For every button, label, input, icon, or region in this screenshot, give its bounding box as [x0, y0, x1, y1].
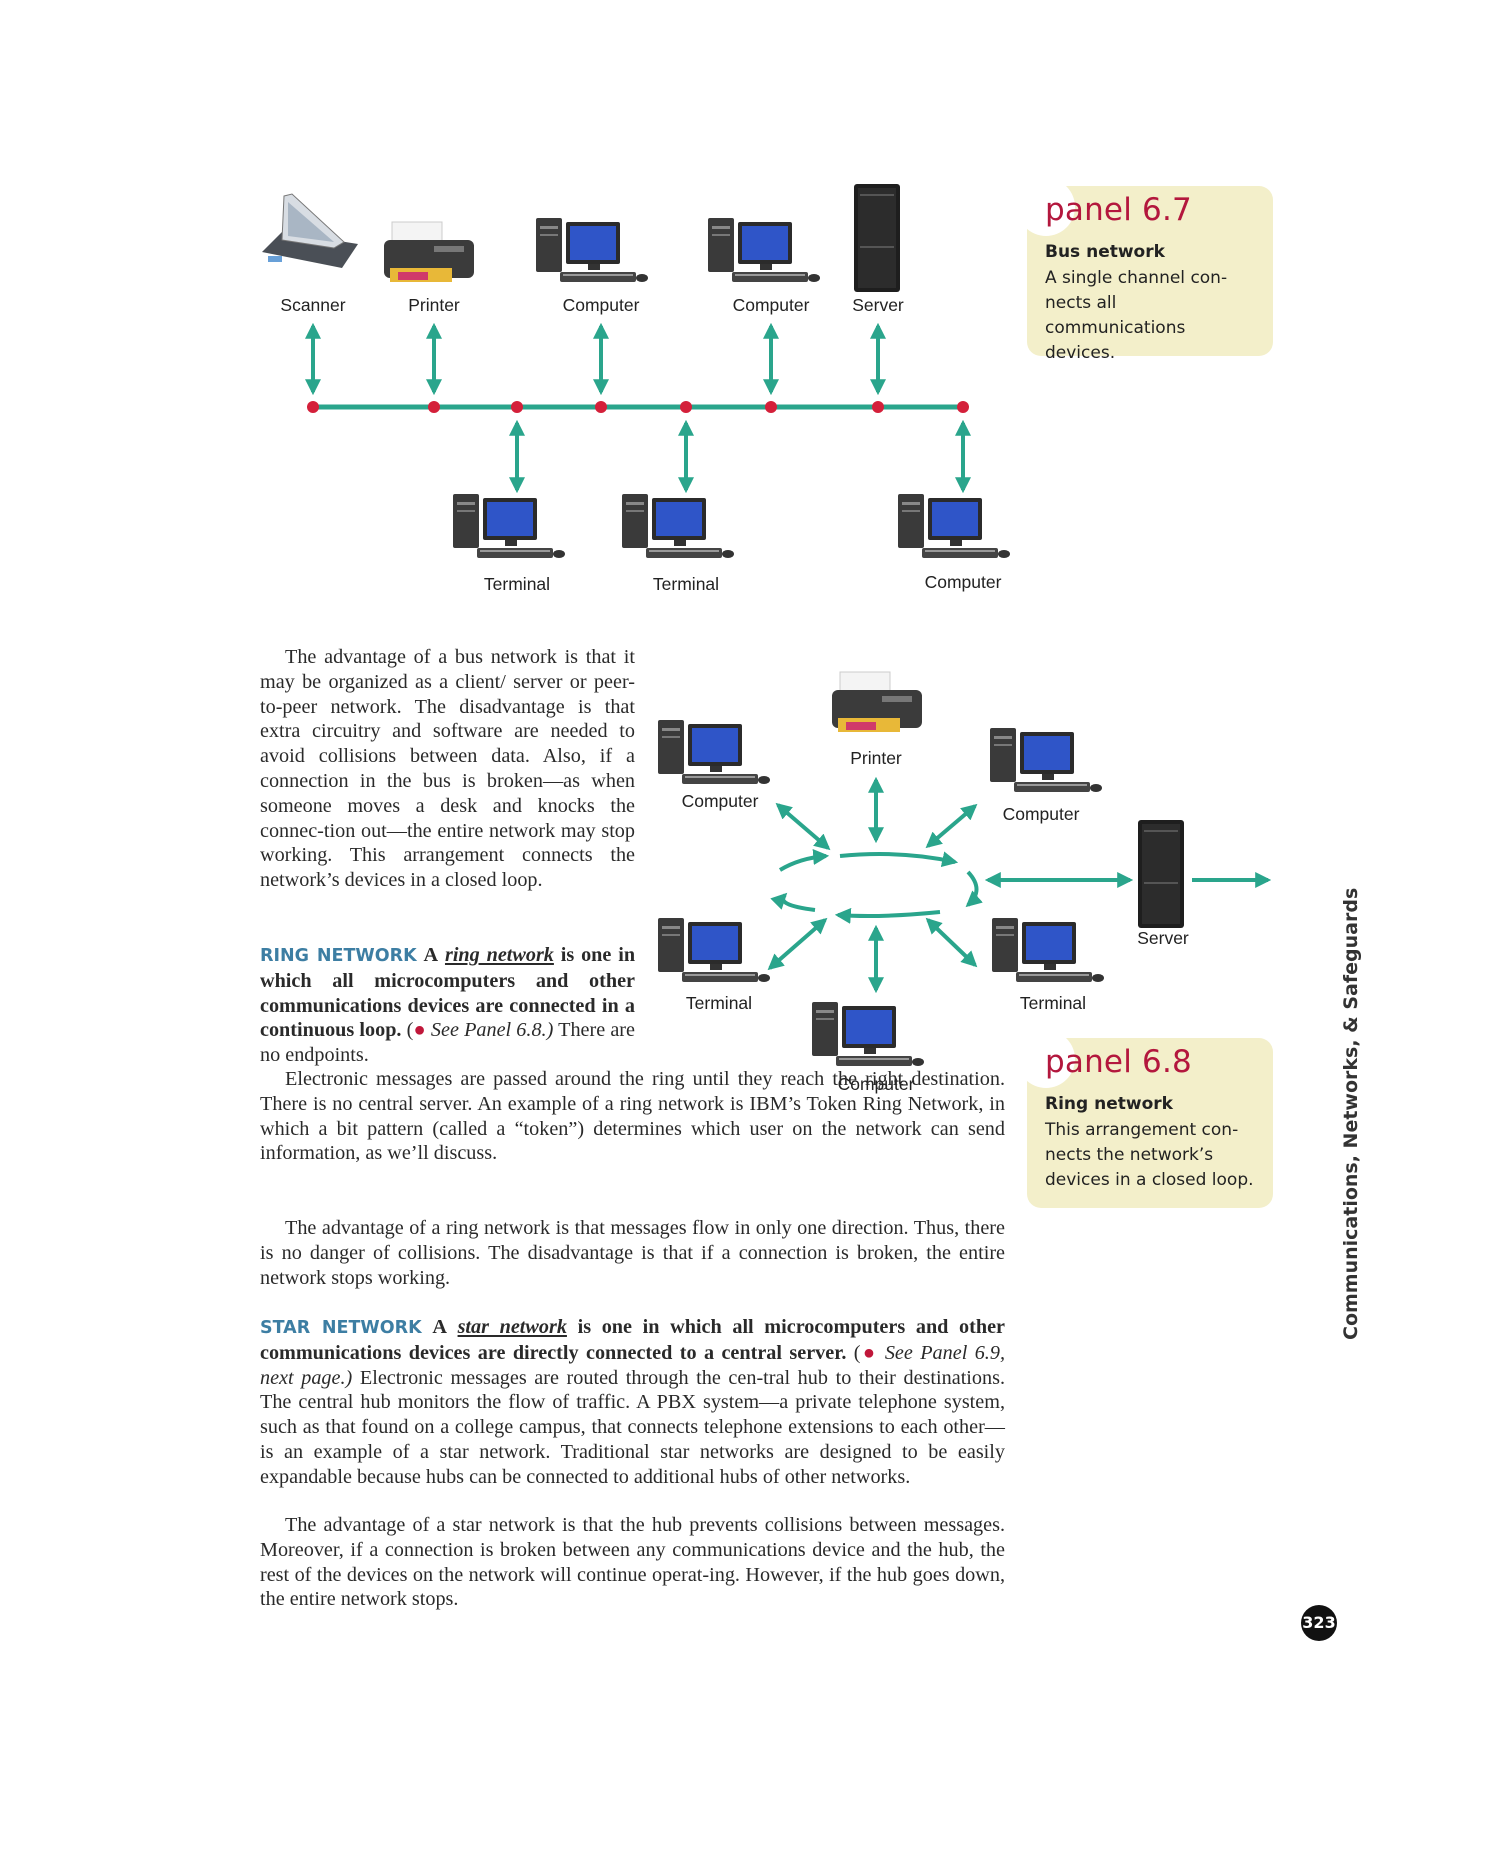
paragraph-text: The advantage of a ring network is that …: [260, 1217, 1005, 1289]
ring-segment: [839, 851, 959, 868]
bus-node: [428, 401, 440, 413]
see-panel-reference: See Panel 6.9, next page.): [260, 1341, 1005, 1389]
computer-icon: [708, 218, 820, 282]
bus-node: [680, 401, 692, 413]
ring-spoke: [767, 917, 828, 971]
computer-icon: [536, 218, 648, 282]
paragraph-ring-messages: Electronic messages are passed around th…: [260, 1067, 1005, 1166]
panel-6-7-caption: panel 6.7 Bus network A single channel c…: [1017, 178, 1273, 363]
computer-icon: [990, 728, 1102, 792]
panel-description: A single channel con-nects all communica…: [1045, 268, 1228, 363]
bus-network-diagram: Scanner Printer Computer Computer Server: [261, 184, 1010, 594]
ring-label-computer: Computer: [838, 1074, 915, 1094]
ring-network-keyword: RING NETWORK: [260, 946, 417, 966]
panel-bubble: [1017, 178, 1075, 236]
ring-label-server: Server: [1137, 928, 1189, 948]
panel-6-8-caption: panel 6.8 Ring network This arrangement …: [1017, 1030, 1273, 1208]
terminal-icon: [622, 494, 734, 558]
bus-label-computer: Computer: [563, 295, 640, 315]
scanner-icon: [261, 193, 359, 269]
page-number: 323: [1301, 1605, 1337, 1641]
ring-label-printer: Printer: [850, 748, 902, 768]
ring-label-terminal: Terminal: [686, 993, 752, 1013]
bus-node: [307, 401, 319, 413]
computer-icon: [898, 494, 1010, 558]
bus-node: [872, 401, 884, 413]
panel-description: This arrangement con-nects the network’s…: [1045, 1120, 1254, 1190]
computer-icon: [658, 720, 770, 784]
ring-definition: is one in which all microcomputers and o…: [260, 944, 636, 1042]
terminal-icon: [453, 494, 565, 558]
bus-label-terminal: Terminal: [484, 574, 550, 594]
ring-label-computer: Computer: [682, 791, 759, 811]
ring-segment: [770, 892, 816, 912]
ring-after-text: There are no endpoints.: [260, 1019, 635, 1067]
paragraph-text: The advantage of a bus network is that i…: [260, 646, 635, 892]
panel-bubble: [1017, 1030, 1075, 1088]
ring-network-term: ring network: [444, 944, 554, 966]
paragraph-star-advantage: The advantage of a star network is that …: [260, 1513, 1005, 1612]
ring-spoke: [775, 802, 831, 851]
printer-icon: [831, 671, 923, 733]
star-after-text: Electronic messages are routed through t…: [260, 1366, 1005, 1488]
article: A: [432, 1316, 447, 1338]
bullet-icon: ●: [413, 1019, 426, 1042]
paragraph-text: The advantage of a star network is that …: [260, 1514, 1005, 1611]
ring-label-computer: Computer: [1003, 804, 1080, 824]
ring-network-diagram: Printer Computer Computer Server Termina…: [658, 671, 1272, 1094]
paragraph-ring-advantage: The advantage of a ring network is that …: [260, 1216, 1005, 1290]
bus-label-server: Server: [852, 295, 904, 315]
ring-segment: [834, 907, 941, 924]
bus-node: [957, 401, 969, 413]
bus-node: [765, 401, 777, 413]
ring-spoke: [925, 803, 978, 849]
paragraph-bus-advantage: The advantage of a bus network is that i…: [260, 645, 635, 893]
star-definition: is one in which all microcomputers and o…: [260, 1316, 1006, 1364]
ring-segment: [778, 849, 830, 872]
terminal-icon: [992, 918, 1104, 982]
see-panel-reference: See Panel 6.8.): [430, 1019, 554, 1042]
paragraph-star-definition: STAR NETWORK A star network is one in wh…: [260, 1316, 1006, 1488]
computer-icon: [812, 1002, 924, 1066]
printer-icon: [383, 221, 475, 283]
panel-heading: Bus network: [1045, 242, 1165, 262]
article: A: [423, 944, 439, 966]
terminal-icon: [658, 918, 770, 982]
server-icon: [1138, 820, 1184, 928]
ring-segment: [965, 870, 983, 908]
ring-spoke: [925, 917, 978, 968]
bus-label-scanner: Scanner: [280, 295, 345, 315]
chapter-running-title: Communications, Networks, & Safeguards: [1340, 887, 1362, 1340]
panel-title: panel 6.8: [1045, 1044, 1192, 1080]
paragraph-ring-definition: RING NETWORK A ring network is one in wh…: [260, 944, 636, 1067]
bus-label-computer: Computer: [733, 295, 810, 315]
bus-label-terminal: Terminal: [653, 574, 719, 594]
star-network-keyword: STAR NETWORK: [260, 1318, 422, 1338]
server-icon: [854, 184, 900, 292]
bus-label-printer: Printer: [408, 295, 460, 315]
bullet-icon: ●: [860, 1341, 878, 1364]
paragraph-text: Electronic messages are passed around th…: [260, 1068, 1005, 1165]
bus-label-computer: Computer: [925, 572, 1002, 592]
bus-node: [511, 401, 523, 413]
ring-label-terminal: Terminal: [1020, 993, 1086, 1013]
panel-heading: Ring network: [1045, 1094, 1173, 1114]
panel-title: panel 6.7: [1045, 192, 1192, 228]
star-network-term: star network: [457, 1316, 567, 1338]
bus-node: [595, 401, 607, 413]
